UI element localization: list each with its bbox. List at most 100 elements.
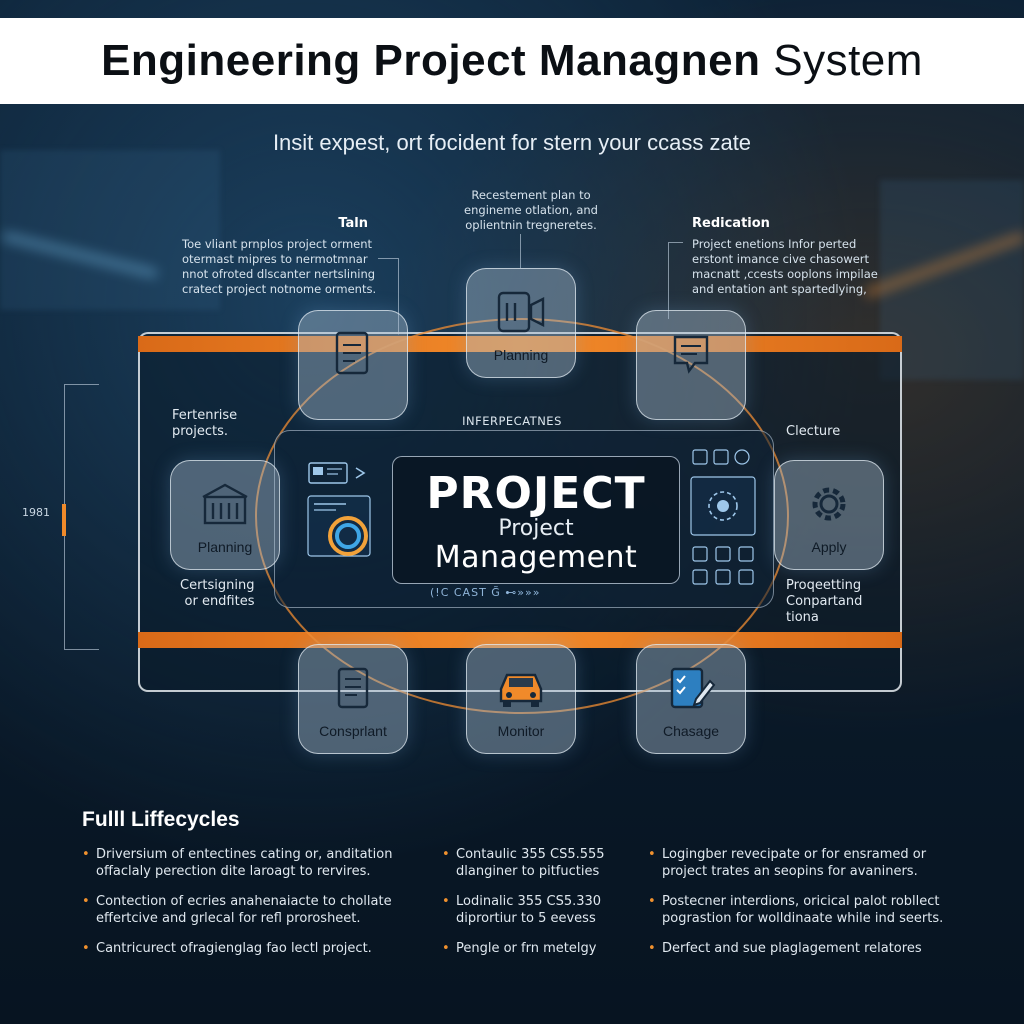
- core-heading: Management: [434, 540, 638, 575]
- annotation-line: macnatt ,ccests ooplons impilae: [692, 267, 878, 281]
- lifecycle-item-line: diprortiur to 5 eevess: [456, 911, 596, 926]
- side-label-line: Clecture: [786, 424, 841, 439]
- checklist-edit-icon: [637, 663, 745, 713]
- connector-line: [520, 234, 522, 268]
- lifecycle-item: Contaulic 355 CS5.555 dlanginer to pitfu…: [442, 846, 632, 880]
- annotation-line: cratect project notnome orments.: [182, 282, 377, 296]
- tool-icons-grid: [692, 546, 754, 585]
- building-icon: [171, 479, 279, 529]
- node-chat-note[interactable]: [636, 310, 746, 420]
- page-title-suffix: System: [773, 36, 923, 85]
- lifecycle-item-line: effertcive and grlecal for refl proroshe…: [96, 911, 361, 926]
- annotation-top-center: Recestement plan to engineme otlation, a…: [436, 188, 626, 233]
- page-title-main: Engineering Project Managnen: [101, 36, 761, 85]
- lifecycle-item-line: Logingber revecipate or for ensramed or: [662, 847, 927, 862]
- subtitle: Insit expest, ort focident for stern you…: [272, 130, 752, 155]
- side-label-line: Proqeetting: [786, 578, 862, 593]
- timeline-marker: [62, 504, 66, 536]
- annotation-top-right: Redication Project enetions Infor perted…: [692, 216, 892, 297]
- timeline-label: 1981: [22, 506, 50, 519]
- core-subtitle: Project: [498, 516, 574, 541]
- lifecycle-item-line: dlanginer to pitfucties: [456, 864, 600, 879]
- annotation-line: otermast mipres to nermotmnar: [182, 252, 368, 266]
- side-label-right-bottom: Proqeetting Conpartand tiona: [786, 578, 862, 626]
- orbit-ring: [255, 318, 789, 714]
- background-shape: [880, 180, 1024, 380]
- node-monitor[interactable]: Monitor: [466, 644, 576, 754]
- side-label-line: Fertenrise: [172, 408, 238, 423]
- lifecycle-item: Pengle or frn metelgy: [442, 940, 632, 957]
- lifecycle-column: Driversium of entectines cating or, andi…: [82, 846, 422, 970]
- annotation-line: and entation ant spartedlying,: [692, 282, 867, 296]
- connector-line: [378, 258, 399, 335]
- lifecycle-item-line: pograstion for wolldinaate while ind see…: [662, 911, 944, 926]
- lifecycle-title: Fulll Liffecycles: [82, 808, 240, 831]
- annotation-line: Recestement plan to: [471, 188, 591, 202]
- lifecycle-item-line: Contaulic 355 CS5.555: [456, 847, 605, 862]
- side-label-line: Conpartand: [786, 594, 863, 609]
- node-label: Planning: [493, 347, 549, 363]
- target-gear-icon: [690, 476, 756, 536]
- side-label-line: tiona: [786, 610, 819, 625]
- car-icon: [467, 663, 575, 713]
- annotation-line: Toe vliant prnplos project orment: [182, 237, 373, 251]
- lifecycle-item: Logingber revecipate or for ensramed or …: [648, 846, 988, 880]
- node-planning-left[interactable]: Planning: [170, 460, 280, 570]
- side-label-line: or endfites: [184, 594, 255, 609]
- connector-line: [668, 242, 683, 319]
- node-change[interactable]: Chasage: [636, 644, 746, 754]
- node-label: Planning: [197, 539, 253, 555]
- lifecycle-item-line: Cantricurect ofragienglag fao lectl proj…: [96, 941, 372, 956]
- annotation-line: Project enetions Infor perted: [692, 237, 857, 251]
- lifecycle-column: Logingber revecipate or for ensramed or …: [648, 846, 988, 970]
- annotation-line: engineme otlation, and: [464, 203, 598, 217]
- inner-panel-caption: INFERPECATNES: [462, 414, 562, 428]
- side-label-left-bottom: Certsigning or endfites: [180, 578, 255, 610]
- node-label: Apply: [811, 539, 847, 555]
- side-label-right-top: Clecture: [786, 424, 840, 440]
- lifecycle-item-line: project trates an seopins for avaniners.: [662, 864, 918, 879]
- node-apply[interactable]: Apply: [774, 460, 884, 570]
- annotation-line: nnot ofroted dlscanter nertslining: [182, 267, 376, 281]
- title-bar: Engineering Project Managnen System: [0, 18, 1024, 104]
- lifecycle-item: Driversium of entectines cating or, andi…: [82, 846, 422, 880]
- lifecycle-item-line: Driversium of entectines cating or, andi…: [96, 847, 393, 862]
- status-icons-row: [692, 449, 750, 465]
- lifecycle-item: Cantricurect ofragienglag fao lectl proj…: [82, 940, 422, 957]
- lifecycle-item-line: Contection of ecries anahenaiacte to cho…: [96, 894, 392, 909]
- lifecycle-item-line: Lodinalic 355 CS5.330: [456, 894, 602, 909]
- side-label-line: Certsigning: [180, 578, 255, 593]
- lifecycle-item: Lodinalic 355 CS5.330 diprortiur to 5 ee…: [442, 893, 632, 927]
- video-board-icon: [467, 287, 575, 337]
- lifecycle-item: Contection of ecries anahenaiacte to cho…: [82, 893, 422, 927]
- report-chart-icon: [307, 495, 371, 557]
- side-label-line: projects.: [172, 424, 229, 439]
- annotation-line: erstont imance cive chasowert: [692, 252, 870, 266]
- node-document[interactable]: [298, 310, 408, 420]
- lifecycle-item: Postecner interdions, oricical palot rob…: [648, 893, 988, 927]
- lifecycle-item-line: offaclaly perection dite laroagt to rerv…: [96, 864, 371, 879]
- lifecycle-item: Derfect and sue plaglagement relatores: [648, 940, 988, 957]
- side-label-left-top: Fertenrise projects.: [172, 408, 237, 440]
- node-label: Chasage: [662, 723, 720, 739]
- document-icon: [299, 329, 407, 379]
- inner-panel-footer: (!C CAST G̃ ⊷»»»: [430, 586, 541, 599]
- id-card-icon: [308, 462, 366, 484]
- annotation-line: oplientnin tregneretes.: [465, 218, 597, 232]
- annotation-top-left: Taln Toe vliant prnplos project orment o…: [182, 216, 392, 297]
- core-title: PROJECT: [426, 468, 646, 519]
- chat-note-icon: [637, 329, 745, 379]
- gear-icon: [775, 479, 883, 529]
- annotation-heading: Taln: [338, 216, 368, 231]
- lifecycle-item-line: Pengle or frn metelgy: [456, 941, 597, 956]
- node-label: Consprlant: [319, 723, 387, 739]
- node-label: Monitor: [497, 723, 545, 739]
- page-title: Engineering Project Managnen System: [101, 36, 923, 86]
- node-compliance[interactable]: Consprlant: [298, 644, 408, 754]
- background-shape: [0, 150, 220, 310]
- lifecycle-item-line: Derfect and sue plaglagement relatores: [662, 941, 922, 956]
- node-planning-top[interactable]: Planning: [466, 268, 576, 378]
- core-project-box: PROJECT Project Management: [392, 456, 680, 584]
- clipboard-icon: [299, 663, 407, 713]
- lifecycle-column: Contaulic 355 CS5.555 dlanginer to pitfu…: [442, 846, 632, 970]
